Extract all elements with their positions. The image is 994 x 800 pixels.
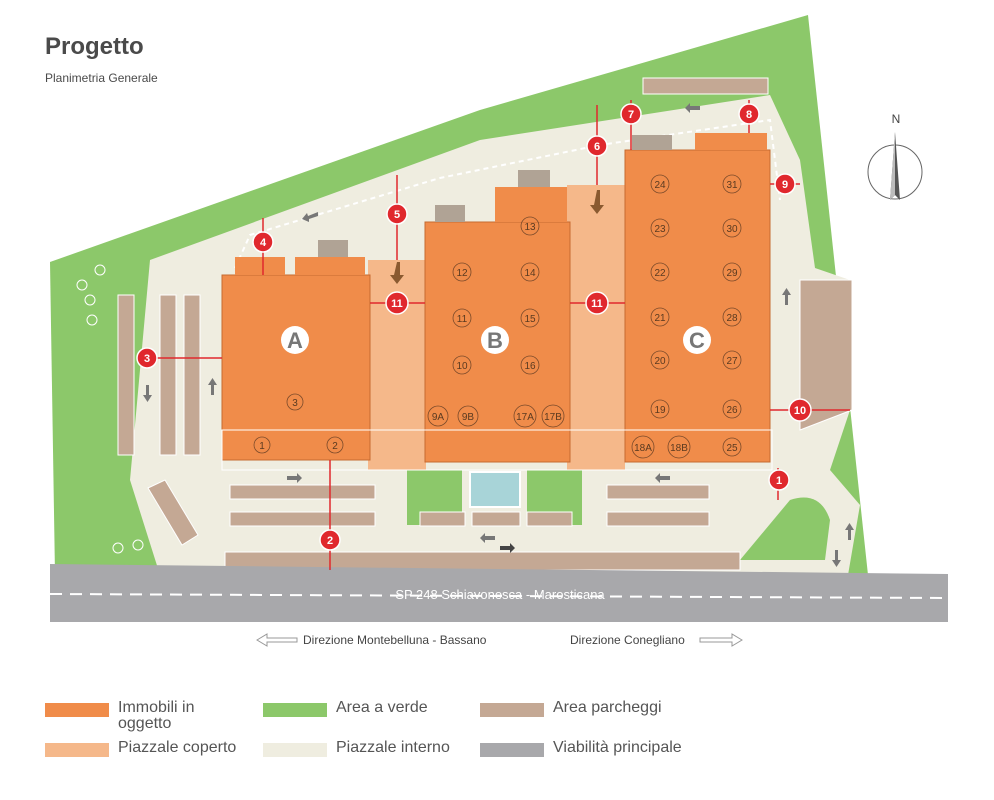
units-a: 1 2 3	[253, 393, 344, 454]
units-b: 9A 9B 10 11 12 13 14 15 16 17A 17B	[427, 216, 565, 428]
marker-label: 4	[260, 237, 267, 249]
unit-label: 15	[524, 314, 536, 325]
unit-label: 16	[524, 361, 536, 372]
covered-plaza	[567, 185, 625, 470]
unit-label: 24	[654, 180, 666, 191]
marker-label: 1	[776, 475, 782, 487]
legend-label: Area a verde	[336, 699, 428, 716]
legend-swatch	[480, 703, 544, 717]
traffic-arrows	[143, 103, 854, 567]
legend-label: Piazzale coperto	[118, 739, 237, 756]
main-road	[50, 564, 948, 622]
unit-label: 13	[524, 222, 536, 233]
building-letters: A B C	[281, 326, 711, 354]
direction-left-label: Direzione Montebelluna - Bassano	[303, 633, 487, 647]
unit-label: 9B	[462, 412, 475, 423]
legend-swatch	[45, 703, 109, 717]
trees	[76, 264, 144, 554]
legend-item: Viabilità principale	[480, 740, 713, 757]
unit-label: 26	[726, 405, 738, 416]
legend-label: Viabilità principale	[553, 739, 682, 756]
unit-label: 27	[726, 356, 738, 367]
unit-label: 20	[654, 356, 666, 367]
unit-label: 14	[524, 268, 536, 279]
unit-label: 2	[332, 441, 338, 452]
marker-label: 6	[594, 141, 600, 153]
unit-label: 31	[726, 180, 738, 191]
building-a	[221, 240, 371, 461]
site-plan-map: SP 248 Schiavonesca - Marosticana A B C …	[49, 15, 949, 647]
road-center-dash	[49, 593, 949, 599]
markers: 1 2 3 4 5 6 7 8 9 10 11 11	[136, 103, 812, 551]
unit-label: 12	[456, 268, 468, 279]
marker-label: 11	[391, 298, 403, 310]
legend-swatch	[45, 743, 109, 757]
unit-label: 30	[726, 224, 738, 235]
marker-label: 2	[327, 535, 333, 547]
unit-label: 19	[654, 405, 666, 416]
marker-label: 7	[628, 109, 634, 121]
unit-label: 17A	[516, 412, 534, 423]
units-c: 18A 18B 19 20 21 22 23 24 25 26 27 28 29…	[631, 174, 742, 459]
compass: N	[867, 112, 923, 200]
unit-label: 3	[292, 398, 298, 409]
unit-label: 10	[456, 361, 468, 372]
legend-label: Area parcheggi	[553, 699, 662, 716]
unit-label: 29	[726, 268, 738, 279]
direction-left: Direzione Montebelluna - Bassano	[256, 633, 487, 647]
legend-item: Area a verde	[263, 700, 476, 717]
legend-swatch	[480, 743, 544, 757]
building-letter-a: A	[287, 328, 303, 353]
unit-label: 18A	[634, 443, 652, 454]
marker-label: 3	[144, 353, 150, 365]
unit-label: 28	[726, 313, 738, 324]
unit-label: 25	[726, 443, 738, 454]
unit-label: 21	[654, 313, 666, 324]
front-strip	[221, 429, 773, 471]
unit-label: 17B	[544, 412, 562, 423]
pool	[469, 471, 521, 508]
legend-label: Piazzale interno	[336, 739, 450, 756]
unit-label: 18B	[670, 443, 688, 454]
legend: Immobili in oggetto Area a verde Area pa…	[45, 700, 765, 770]
internal-path	[234, 118, 781, 269]
parking-areas	[117, 77, 853, 571]
marker-label: 9	[782, 179, 788, 191]
unit-label: 22	[654, 268, 666, 279]
page-subtitle: Planimetria Generale	[45, 71, 158, 85]
legend-item: Piazzale interno	[263, 740, 486, 757]
marker-label: 8	[746, 109, 752, 121]
marker-label: 11	[591, 298, 603, 310]
legend-item: Immobili in oggetto	[45, 700, 218, 732]
marker-label: 10	[794, 405, 806, 417]
building-letter-b: B	[487, 328, 503, 353]
direction-right: Direzione Conegliano	[570, 633, 743, 647]
direction-right-label: Direzione Conegliano	[570, 633, 685, 647]
legend-swatch	[263, 743, 327, 757]
legend-label: Immobili in oggetto	[118, 699, 195, 732]
road-name: SP 248 Schiavonesca - Marosticana	[395, 587, 605, 602]
legend-item: Piazzale coperto	[45, 740, 268, 757]
unit-label: 9A	[432, 412, 445, 423]
legend-swatch	[263, 703, 327, 717]
unit-label: 23	[654, 224, 666, 235]
unit-label: 1	[259, 441, 265, 452]
green-patch	[740, 497, 830, 560]
unit-label: 11	[457, 314, 468, 325]
compass-north-label: N	[892, 112, 901, 126]
building-letter-c: C	[689, 328, 705, 353]
page-title: Progetto	[45, 33, 144, 60]
marker-label: 5	[394, 209, 400, 221]
legend-item: Area parcheggi	[480, 700, 703, 717]
building-c	[624, 133, 771, 463]
